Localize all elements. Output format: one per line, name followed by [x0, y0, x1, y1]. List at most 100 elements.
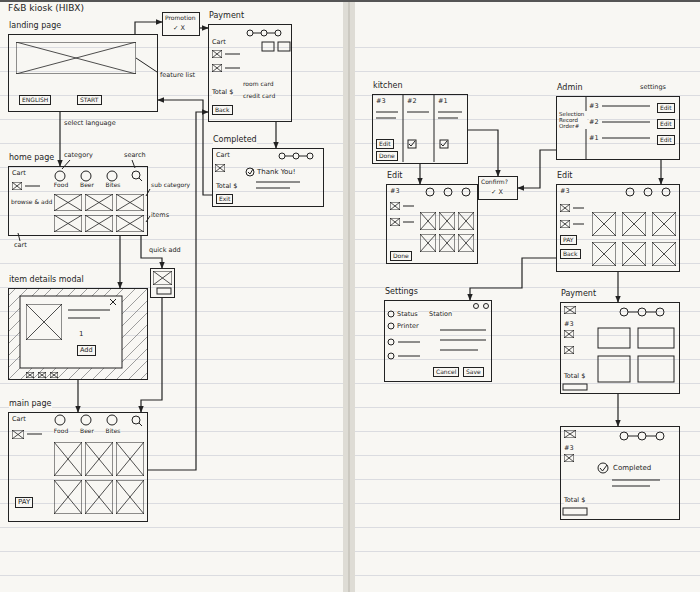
- sketch-circle: [307, 153, 313, 159]
- sketch-path: [256, 182, 300, 188]
- sketch-use: [116, 480, 144, 514]
- annotation-label: select language: [64, 120, 116, 127]
- flow-arrow: [77, 380, 78, 412]
- sketch-use: [26, 372, 34, 378]
- button-label: Edit: [657, 103, 675, 113]
- button-label: ENGLISH: [19, 95, 51, 105]
- sketch-use: [215, 164, 225, 172]
- sketch-circle: [638, 432, 646, 440]
- sketch-circle: [293, 153, 299, 159]
- screen-box: Edit#3Done: [386, 184, 478, 264]
- sketch-circle: [275, 30, 281, 36]
- sketch-use: [390, 202, 400, 210]
- annotation-label: cart: [14, 242, 27, 249]
- sketch-rect: [638, 356, 674, 382]
- flow-arrow: [148, 112, 208, 470]
- screen-text: Cart: [12, 170, 26, 177]
- button-label: PAY: [15, 497, 33, 508]
- sketch-use: [592, 212, 616, 236]
- sketch-use: [54, 194, 82, 211]
- screen-text: #1: [589, 135, 599, 142]
- sketch-circle: [261, 30, 267, 36]
- screen-text: Completed: [613, 465, 651, 473]
- annotation-label: search: [124, 152, 146, 159]
- sketch-circle: [474, 304, 479, 309]
- sketch-circle: [626, 188, 634, 196]
- sketch-use: [564, 306, 576, 314]
- screen-box: main pageCartFoodBeerBitesPAY: [8, 412, 148, 522]
- flow-arrow: [275, 122, 276, 148]
- button-label: Exit: [216, 194, 233, 204]
- sketch-circle: [426, 188, 434, 196]
- screen-box: quick add: [150, 268, 175, 298]
- sketch-use: [592, 242, 616, 266]
- screen-text: Cart: [216, 152, 230, 159]
- button-label: Edit: [376, 139, 394, 149]
- sketch-use: [16, 42, 136, 74]
- sketch-use: [390, 218, 400, 226]
- flow-arrow: [617, 272, 618, 302]
- screen-text: browse & add: [11, 199, 52, 206]
- flow-arrow: [158, 100, 212, 195]
- screen-text: #1: [438, 98, 448, 105]
- screen-box: kitchen#3#2#1EditDone: [372, 94, 468, 164]
- sketch-use: [26, 304, 62, 340]
- screen-text: #3: [376, 98, 386, 105]
- sketch-circle: [662, 188, 670, 196]
- flow-arrow: [518, 150, 556, 188]
- screen-text: Cart: [12, 416, 26, 423]
- sketch-circle: [132, 416, 140, 424]
- screen-title: kitchen: [373, 82, 402, 91]
- sketch-use: [116, 194, 144, 211]
- sketch-use: [85, 442, 113, 476]
- sketch-use: [85, 480, 113, 514]
- sketch-use: [420, 234, 436, 252]
- screen-box: SettingsStatusStationPrinterCancelSave: [384, 300, 492, 382]
- screen-text: Bites: [106, 182, 121, 189]
- screen-text: Total $: [564, 373, 585, 380]
- screen-text: Bites: [106, 428, 121, 435]
- connectors: [60, 22, 661, 470]
- screen-text: ✓ X: [173, 25, 185, 32]
- sketch-use: [85, 194, 113, 211]
- sketch-rect: [20, 296, 122, 368]
- flow-arrow: [141, 298, 162, 412]
- screen-text: Total $: [564, 497, 585, 504]
- sketch-circle: [388, 323, 394, 329]
- sketch-path: [628, 312, 656, 313]
- sketch-rect: [0, 0, 700, 2]
- button-label: PAY: [560, 235, 577, 245]
- screen-text: ✓ X: [491, 189, 503, 196]
- sketch-rect: [598, 356, 630, 382]
- sketch-path: [8, 288, 148, 380]
- sketch-circle: [388, 339, 394, 345]
- sketch-use: [38, 372, 46, 378]
- sketch-path: [248, 169, 253, 174]
- sketch-rect: [408, 140, 416, 148]
- sketch-use: [652, 212, 676, 236]
- sketch-line: [349, 0, 350, 592]
- sketch-use: [212, 64, 222, 72]
- sketch-rect: [638, 328, 674, 348]
- screen-text: Station: [429, 311, 452, 318]
- screen-box: Edit#3PAYBack: [556, 184, 680, 272]
- sketch-circle: [656, 308, 664, 316]
- screen-box: PaymentCartTotal $Backroom cardcredit ca…: [208, 24, 292, 122]
- screen-title: home page: [9, 154, 54, 163]
- screen-text: #3: [560, 188, 570, 195]
- sketch-use: [116, 215, 144, 232]
- screen-title: Completed: [213, 136, 257, 145]
- sketch-circle: [279, 153, 285, 159]
- sketch-use: [458, 212, 474, 230]
- sketch-circle: [107, 171, 117, 181]
- sketch-use: [54, 442, 82, 476]
- sketch-path: [586, 96, 650, 160]
- sketch-use: [54, 480, 82, 514]
- screen-box: item details modal1Add: [8, 288, 148, 380]
- sketch-rect: [598, 328, 630, 348]
- screen-text: Confirm?: [481, 179, 508, 186]
- screen-text: Total $: [212, 89, 233, 96]
